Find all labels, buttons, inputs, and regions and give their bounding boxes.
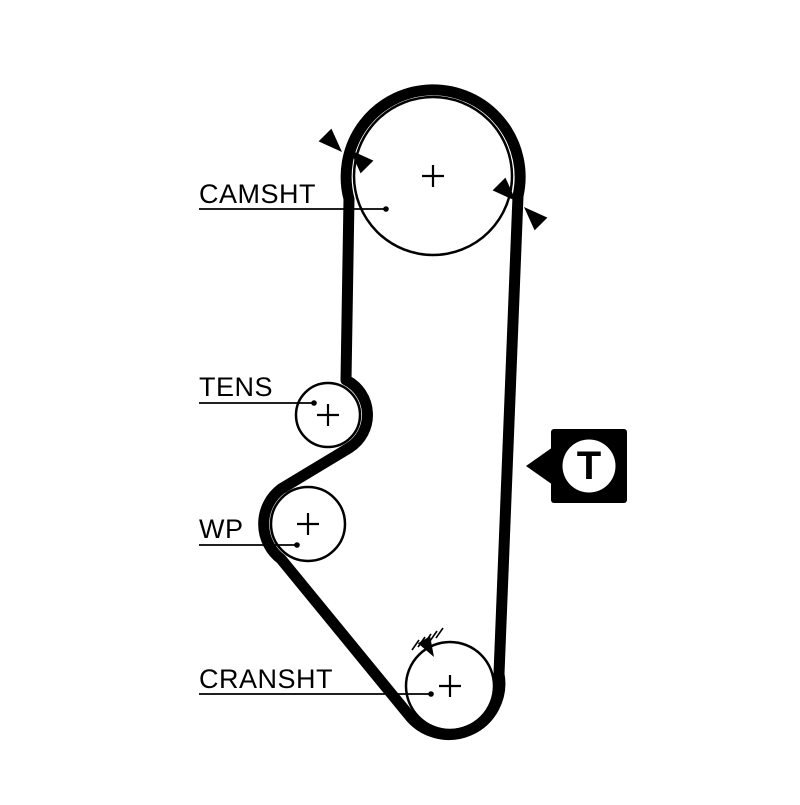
water-pump-leader-dot	[294, 542, 300, 548]
center-cross-mark-camshaft	[422, 165, 444, 187]
crankshaft-label: CRANSHT	[199, 664, 333, 694]
crankshaft-leader-dot	[428, 691, 434, 697]
camshaft-label: CAMSHT	[199, 179, 316, 209]
camshaft-leader-dot	[383, 206, 389, 212]
tension-check-icon: T	[526, 429, 627, 503]
tension-icon-circle	[562, 439, 616, 493]
timing-mark-arrow-cam-left-inner-icon	[350, 150, 374, 174]
tensioner-leader-dot	[311, 400, 317, 406]
timing-mark-arrow-cam-right-inner-icon	[492, 177, 516, 201]
timing-mark-arrow-cam-left-outer-icon	[318, 128, 342, 152]
center-cross-mark-crankshaft	[439, 675, 461, 697]
tension-arrow-left-icon	[526, 447, 553, 485]
crankshaft-pulley	[404, 640, 496, 732]
center-cross-mark-water-pump	[297, 513, 319, 535]
timing-mark-arrow-cam-right-outer-icon	[524, 207, 548, 231]
tensioner-label: TENS	[199, 372, 273, 402]
water-pump-pulley	[269, 485, 347, 563]
tensioner-pulley	[294, 381, 362, 449]
tension-icon-letter: T	[577, 444, 601, 488]
camshaft-pulley	[352, 95, 514, 257]
center-cross-mark-tensioner	[317, 404, 339, 426]
crankshaft-hatch-marks-icon	[411, 627, 444, 651]
water-pump-label: WP	[199, 514, 244, 544]
timing-belt-path	[258, 84, 526, 741]
